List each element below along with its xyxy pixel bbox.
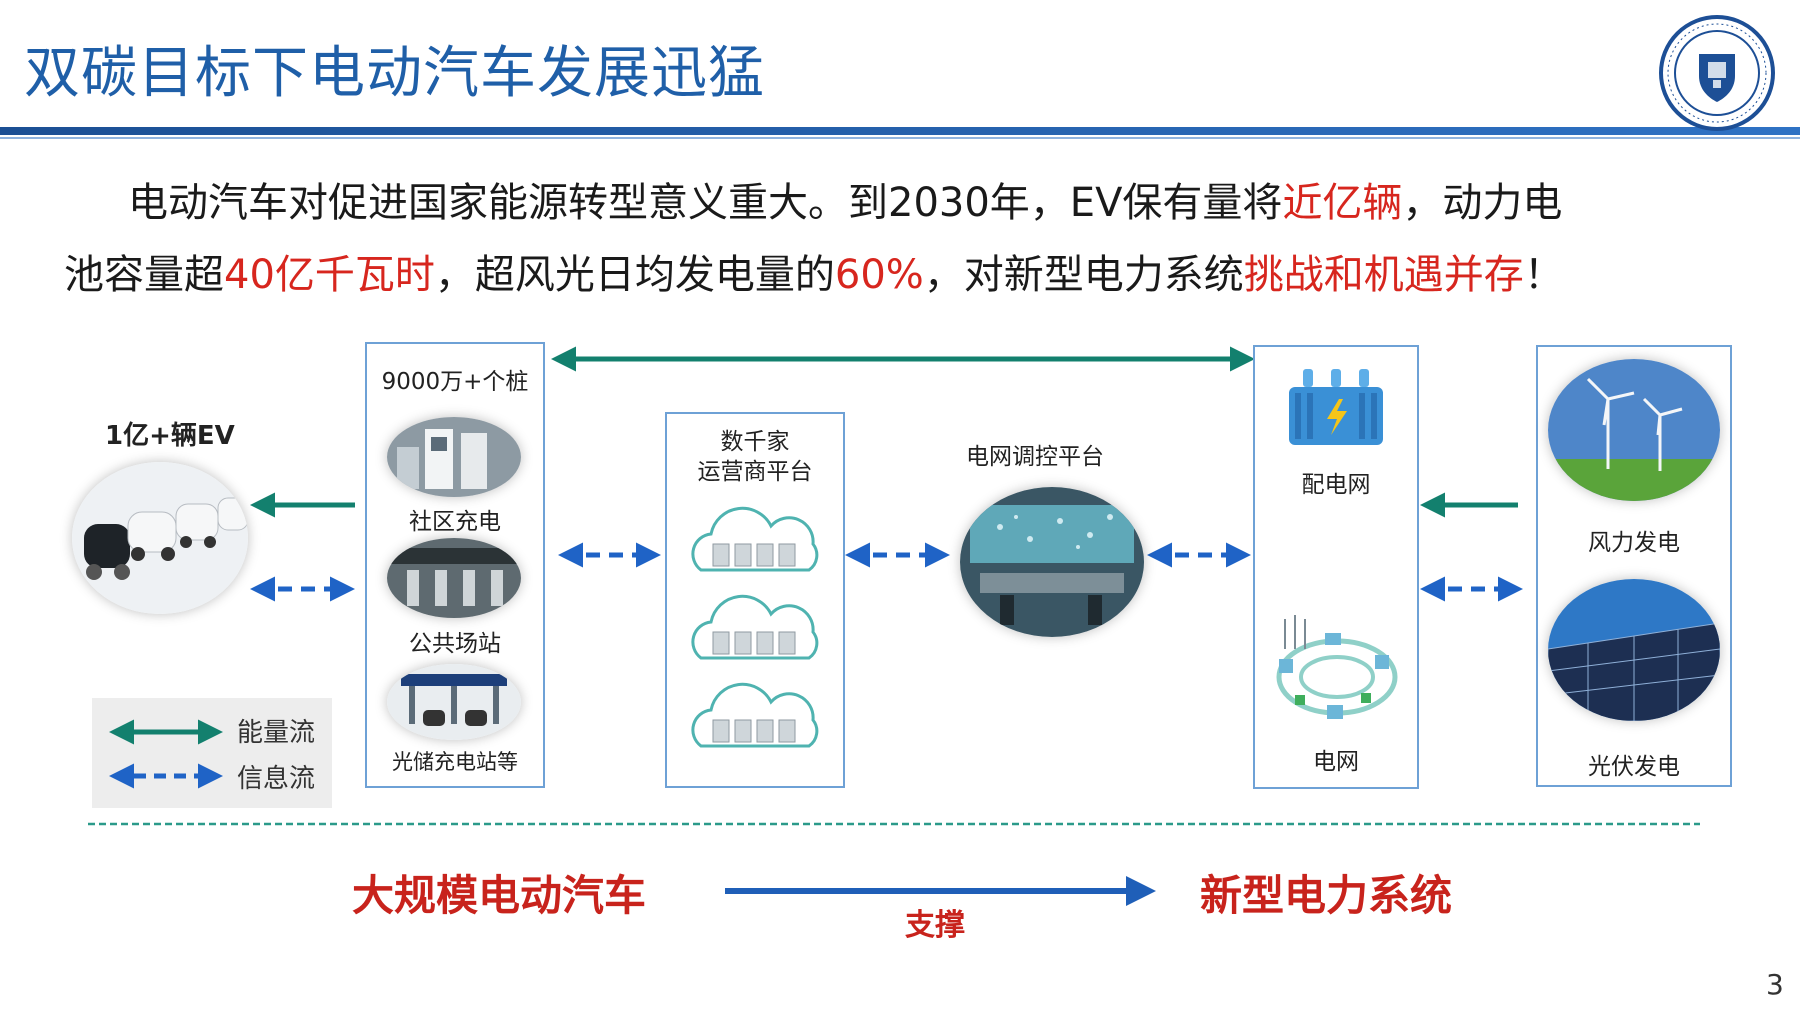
ev-cars-image bbox=[72, 462, 248, 614]
transformer-icon bbox=[1289, 369, 1383, 445]
legend-energy-label: 能量流 bbox=[237, 718, 316, 748]
university-seal-logo bbox=[1659, 15, 1775, 131]
public-station-image bbox=[387, 538, 521, 618]
distribution-network-label: 配电网 bbox=[1301, 472, 1371, 498]
cloud-servers-icon bbox=[691, 506, 819, 748]
wind-power-image bbox=[1548, 359, 1720, 501]
intro-text: ，动力电 bbox=[1402, 180, 1563, 226]
control-room-image bbox=[960, 487, 1144, 637]
title-divider bbox=[0, 127, 1800, 135]
legend-info-label: 信息流 bbox=[237, 764, 316, 794]
charging-piles-box: 9000万+个桩 社区充电 公共场站 光储充电站等 bbox=[365, 342, 545, 788]
intro-line-1: 电动汽车对促进国家能源转型意义重大。到2030年，EV保有量将近亿辆，动力电 bbox=[128, 170, 1562, 228]
charging-item-label: 公共场站 bbox=[409, 631, 501, 657]
wind-power-label: 风力发电 bbox=[1588, 530, 1680, 556]
operator-platforms-box: 数千家 运营商平台 bbox=[665, 412, 845, 788]
operators-title-line2: 运营商平台 bbox=[697, 459, 813, 485]
renewables-box: 风力发电 光伏发电 bbox=[1536, 345, 1732, 787]
grid-network-icon bbox=[1276, 615, 1398, 719]
solar-storage-station-image bbox=[387, 664, 521, 740]
intro-line-2: 池容量超40亿千瓦时，超风光日均发电量的60%，对新型电力系统挑战和机遇并存！ bbox=[64, 242, 1564, 300]
intro-highlight: 60% bbox=[834, 252, 924, 298]
power-grid-box: 配电网 电网 bbox=[1253, 345, 1419, 789]
grid-platform-label: 电网调控平台 bbox=[966, 444, 1104, 470]
intro-text: ，对新型电力系统 bbox=[923, 252, 1244, 298]
intro-highlight: 40亿千瓦时 bbox=[224, 252, 435, 298]
community-charging-image bbox=[387, 417, 521, 497]
charging-item-label: 社区充电 bbox=[409, 509, 501, 535]
charging-item-label: 光储充电站等 bbox=[392, 750, 518, 774]
intro-text: 电动汽车对促进国家能源转型意义重大。到2030年，EV保有量将 bbox=[128, 180, 1283, 226]
solar-power-label: 光伏发电 bbox=[1588, 754, 1680, 780]
intro-text: 池容量超 bbox=[64, 252, 224, 298]
legend: 能量流 信息流 bbox=[92, 698, 332, 808]
solar-power-image bbox=[1548, 579, 1720, 721]
charging-piles-header: 9000万+个桩 bbox=[381, 369, 529, 395]
support-label: 支撑 bbox=[905, 908, 965, 943]
intro-text: ，超风光日均发电量的 bbox=[434, 252, 835, 298]
grid-label: 电网 bbox=[1313, 749, 1359, 775]
intro-highlight: 挑战和机遇并存 bbox=[1243, 252, 1524, 298]
large-scale-ev-label: 大规模电动汽车 bbox=[352, 871, 647, 920]
page-title: 双碳目标下电动汽车发展迅猛 bbox=[24, 41, 765, 106]
new-power-system-label: 新型电力系统 bbox=[1200, 871, 1453, 920]
intro-highlight: 近亿辆 bbox=[1282, 180, 1403, 226]
legend-arrows bbox=[109, 719, 223, 789]
title-divider-thin bbox=[0, 137, 1800, 139]
ev-count-label: 1亿+辆EV bbox=[105, 421, 235, 451]
page-number: 3 bbox=[1766, 968, 1784, 1001]
intro-text: ！ bbox=[1523, 252, 1564, 298]
operators-title-line1: 数千家 bbox=[720, 429, 790, 455]
